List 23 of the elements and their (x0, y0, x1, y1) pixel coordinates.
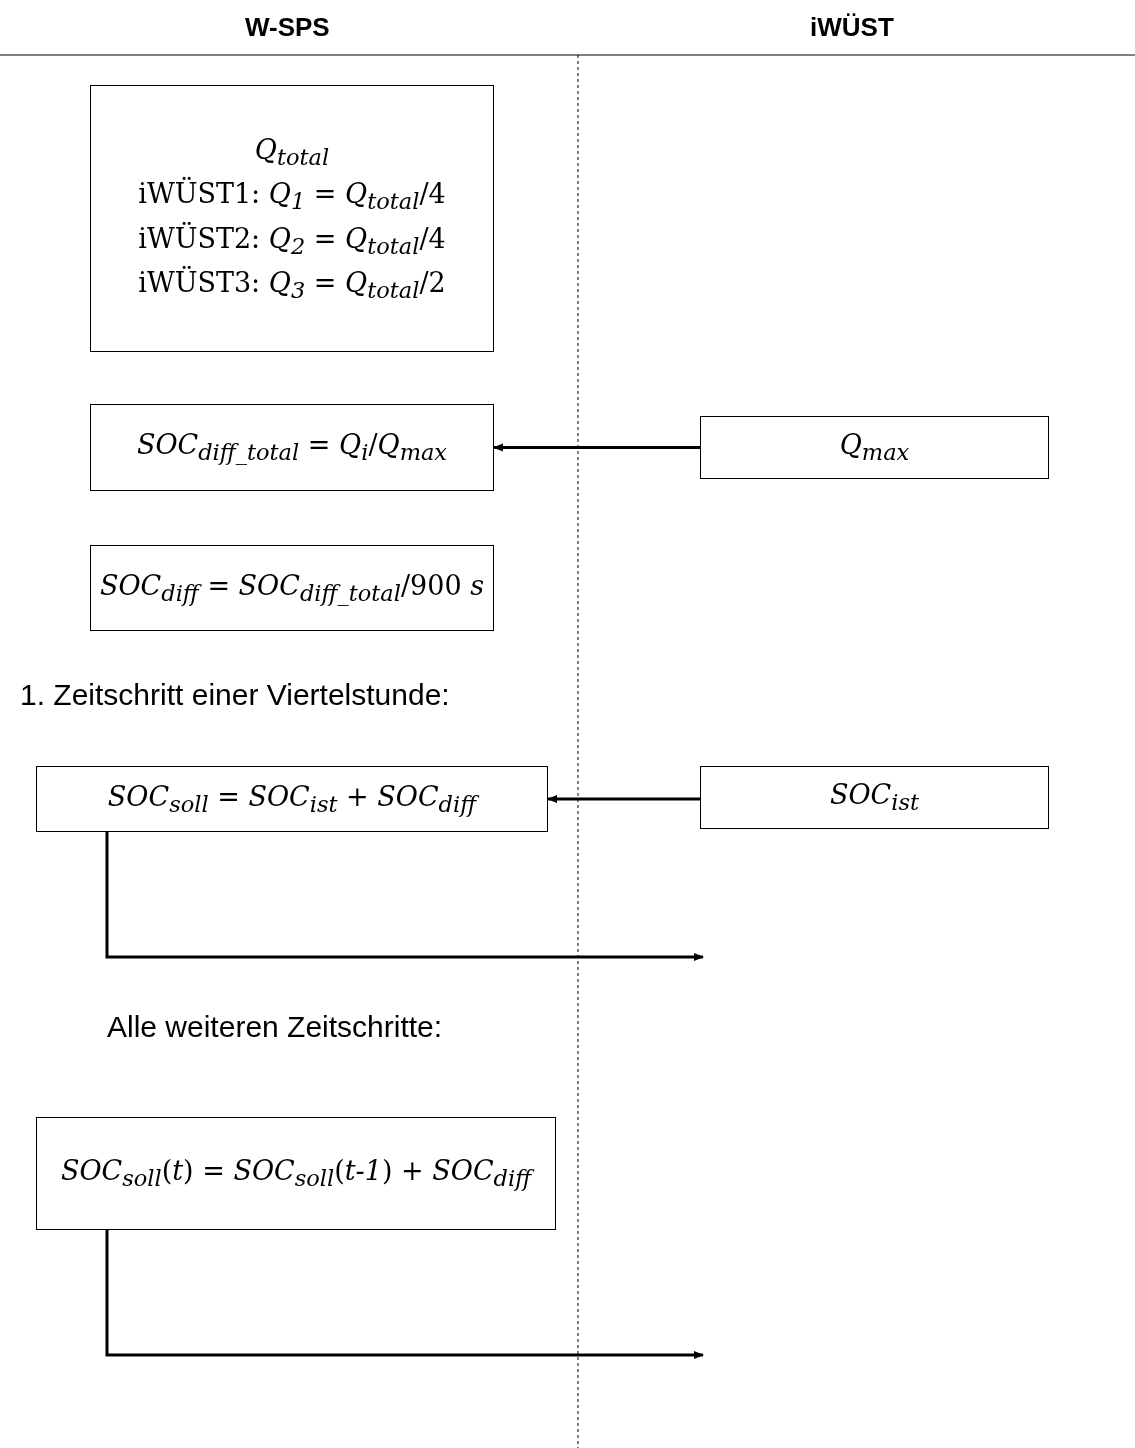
formula-text: SOC$_{diff_total}$ = Q$_{i}$/Q$_{max}$ (136, 428, 448, 468)
input-box (700, 766, 1049, 829)
arrow (547, 795, 700, 803)
formula-box (36, 766, 548, 832)
formula-text: SOC$_{ist}$ (829, 778, 920, 818)
arrow (493, 443, 700, 452)
formula-box (90, 545, 494, 631)
section-heading: 1. Zeitschritt einer Viertelstunde: (20, 678, 450, 712)
arrow (105, 832, 704, 961)
formula-box (90, 85, 494, 352)
formula-box (90, 404, 494, 491)
formula-text: Q$_{max}$ (839, 428, 910, 468)
lane-header: iWÜST (810, 12, 894, 43)
formula-text: iWÜST3: Q$_{3}$ = Q$_{total}$/2 (138, 265, 446, 305)
lane-header: W-SPS (245, 12, 330, 43)
input-box (700, 416, 1049, 479)
section-heading: Alle weiteren Zeitschritte: (107, 1010, 443, 1044)
formula-box (36, 1117, 556, 1230)
formula-text: iWÜST1: Q$_{1}$ = Q$_{total}$/4 (138, 176, 446, 217)
formula-text: Q$_{total}$ (254, 133, 330, 173)
arrow (105, 1230, 704, 1359)
formula-text: iWÜST2: Q$_{2}$ = Q$_{total}$/4 (138, 221, 446, 261)
formula-text: SOC$_{diff}$ = SOC$_{diff_total}$/900 s (99, 569, 484, 609)
